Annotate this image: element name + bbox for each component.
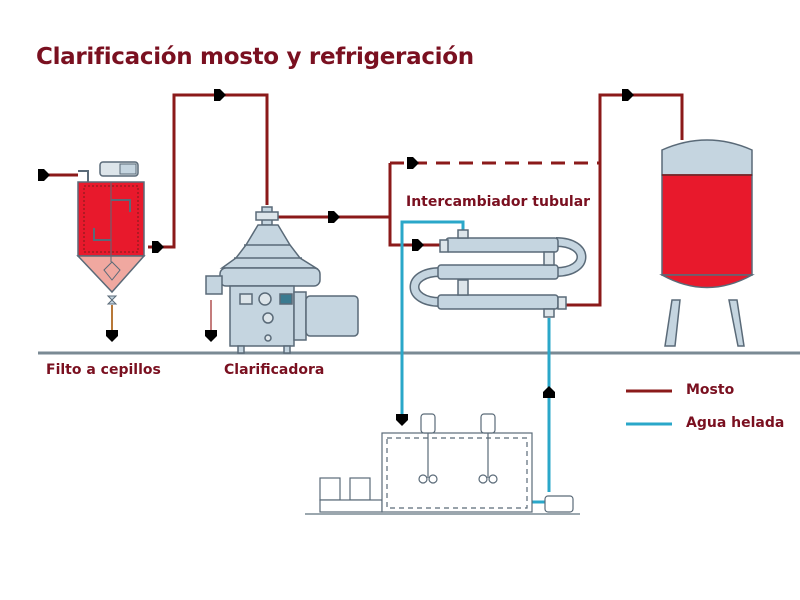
label-heat-exchanger: Intercambiador tubular [406, 194, 591, 210]
diagram-title: Clarificación mosto y refrigeración [36, 44, 474, 70]
clarifier [205, 206, 359, 354]
chilled-water-pipes [400, 220, 551, 504]
arrow-clarifier-out-icon [328, 211, 340, 223]
arrow-filter-out-icon [152, 241, 164, 253]
label-brush-filter: Filto a cepillos [46, 362, 161, 378]
must-pipes [42, 93, 684, 307]
arrow-exchanger-in-icon [412, 239, 424, 251]
arrow-bypass-icon [407, 157, 419, 169]
arrow-filter-drain-icon [106, 330, 118, 342]
pipe-water-return [400, 220, 465, 418]
arrow-clarifier-drain-icon [205, 330, 217, 342]
legend-label-water: Agua helada [686, 415, 785, 431]
tubular-heat-exchanger [409, 229, 587, 318]
arrow-top-icon [214, 89, 226, 101]
arrow-inlet-icon [38, 169, 50, 181]
arrow-water-up-icon [543, 386, 555, 398]
label-clarifier: Clarificadora [224, 362, 325, 378]
legend-label-must: Mosto [686, 382, 735, 398]
arrow-tank-in-icon [622, 89, 634, 101]
arrow-water-down-icon [396, 414, 408, 426]
chiller-unit [305, 413, 580, 515]
brush-filter [76, 161, 146, 330]
storage-tank [659, 139, 755, 347]
pipe-exchanger-to-tank [566, 93, 684, 307]
pipe-filter-to-clarifier [148, 93, 269, 249]
